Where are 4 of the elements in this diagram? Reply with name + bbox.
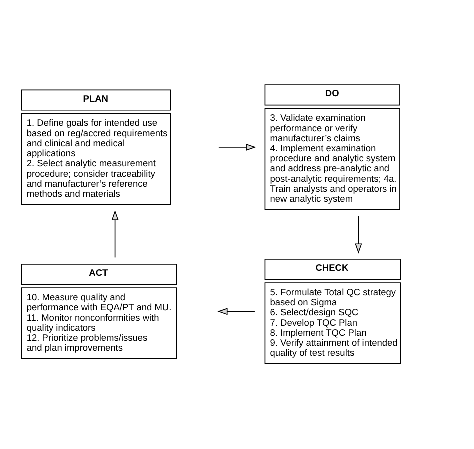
arrow (355, 216, 362, 254)
arrow (218, 308, 256, 316)
arrow (112, 210, 119, 258)
arrow (218, 144, 256, 151)
